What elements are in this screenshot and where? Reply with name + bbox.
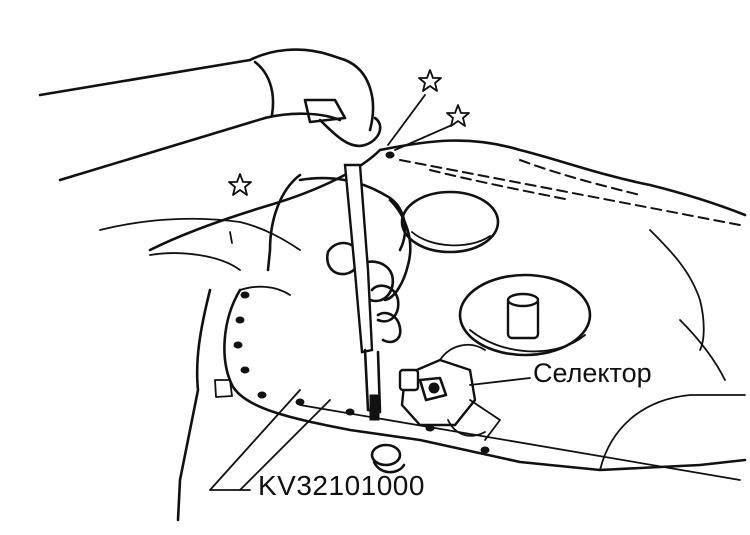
star-markers <box>228 69 470 196</box>
snap-ring <box>370 443 406 474</box>
star-icon <box>418 69 442 92</box>
star-icon <box>446 104 470 127</box>
tool-code-label: KV32101000 <box>258 470 425 501</box>
drift-punch-tool <box>343 163 382 421</box>
selector-assembly <box>398 343 501 441</box>
leader-lines <box>209 377 531 491</box>
flange-bolt-holes <box>233 151 490 454</box>
star-icon <box>228 173 252 196</box>
transmission-case <box>148 139 747 522</box>
selector-label: Селектор <box>533 358 652 388</box>
upper-bore <box>400 190 500 254</box>
hammer <box>38 48 382 182</box>
lower-bore <box>458 273 592 357</box>
